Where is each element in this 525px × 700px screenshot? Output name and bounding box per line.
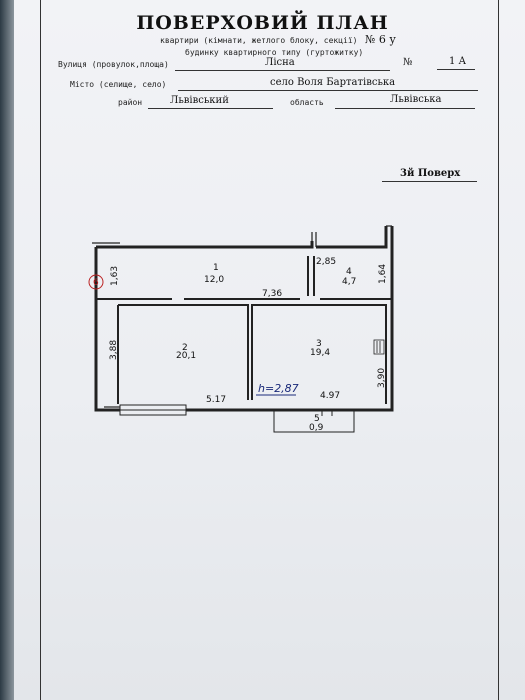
page-title: ПОВЕРХОВИЙ ПЛАН [136,12,389,34]
house-number: 1 А [449,56,467,67]
room-5-area: 0,9 [309,423,324,433]
city-value: село Воля Бартатівська [270,77,396,88]
floor-label: 3й Поверх [400,168,461,179]
dim-right-top: 1,64 [378,264,388,284]
district-value: Львівський [170,95,229,106]
district-label: район [118,98,143,107]
dim-left-bottom: 3,88 [109,340,119,360]
marker-label: 6 [93,278,99,288]
room-2-area: 20,1 [176,351,196,361]
room-5-number: 5 [314,414,320,424]
region-underline [335,108,475,109]
ceiling-height-note: h=2,87 [258,382,299,395]
region-value: Львівська [390,94,442,105]
floor-underline [382,181,477,182]
room-1-number: 1 [213,263,219,273]
dim-corridor-width: 7,36 [262,289,282,299]
interior-walls [96,256,392,404]
radiator-icon [373,339,385,355]
number-sign: № [403,57,413,68]
house-number-underline [437,69,475,70]
room-3-area: 19,4 [310,348,330,358]
page-frame [40,0,499,700]
outer-walls [94,226,394,412]
dim-bottom-right: 4.97 [320,391,340,401]
street-value: Лісна [265,57,295,68]
dim-right-bottom: 3,90 [377,368,387,388]
apartment-marker: 6 [88,274,104,290]
dim-bottom-left: 5.17 [206,395,226,405]
dim-left-top: 1,63 [110,266,120,286]
room-2-number: 2 [182,343,188,353]
subtitle-line-1: квартири (кімнати, жетлого блоку, секції… [160,36,358,45]
district-underline [148,108,273,109]
room-3-number: 3 [316,339,322,349]
apartment-number: № 6 у [365,33,396,46]
document-page [14,0,525,700]
street-label: Вулиця (провулок,площа) [58,60,169,69]
city-label: Місто (селище, село) [70,80,167,89]
subtitle-line-2: будинку квартирного типу (гуртожитку) [185,48,364,57]
room-4-area: 4,7 [342,277,356,287]
region-label: область [290,98,324,107]
room-4-number: 4 [346,267,352,277]
city-underline [178,90,478,91]
door-openings [119,404,355,433]
room-1-area: 12,0 [204,275,224,285]
street-underline [175,70,390,71]
dim-small-room-width: 2,85 [316,257,336,267]
page-edge [0,0,16,700]
